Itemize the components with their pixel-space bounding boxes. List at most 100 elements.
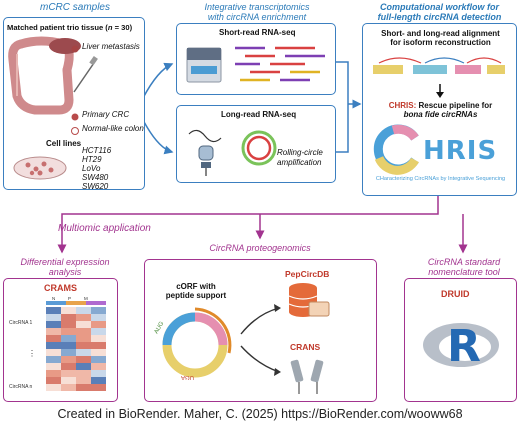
mcrc-title: mCRC samples	[39, 2, 110, 13]
circrna-orf-icon	[162, 307, 232, 378]
heatmap-cell	[76, 370, 91, 377]
heatmap-cell	[76, 384, 91, 391]
heatmap-cell	[91, 370, 106, 377]
heatmap-cell	[46, 370, 61, 377]
expression-heatmap	[46, 301, 106, 391]
heatmap-cell	[61, 363, 76, 370]
heatmap-row-last: CircRNA n	[9, 384, 33, 390]
cell-line-3: LoVo	[82, 164, 101, 173]
heatmap-cell	[61, 307, 76, 314]
rolling-circle-line2: amplification	[277, 158, 322, 167]
druid-label: DRUID	[441, 289, 470, 299]
heatmap-col-n: N	[52, 296, 56, 301]
heatmap-cell	[61, 321, 76, 328]
long-read-label: Long-read RNA-seq	[221, 110, 297, 119]
heatmap-cell	[61, 328, 76, 335]
chris-logo-letters: HRIS	[423, 136, 498, 166]
chris-logo-subtitle: CHaracterizing CircRNAs by Integrative S…	[375, 176, 506, 182]
branch-arrows	[240, 304, 281, 376]
rolling-circle-icon	[241, 130, 277, 166]
cell-line-1: HCT116	[82, 146, 112, 155]
heatmap-cell	[91, 363, 106, 370]
heatmap-row-dots: ⋮	[28, 349, 36, 358]
chris-logo-c-icon	[373, 124, 419, 175]
mcrc-samples-panel: Matched patient trio tissue (n = 30) Liv…	[3, 17, 145, 191]
heatmap-cell	[61, 370, 76, 377]
heatmap-cell	[76, 314, 91, 321]
heatmap-cell	[91, 328, 106, 335]
heatmap-row-first: CircRNA 1	[9, 320, 33, 326]
heatmap-cell	[46, 384, 61, 391]
patient-trio-label: Matched patient trio tissue (n = 30)	[7, 23, 133, 32]
heatmap-cell	[76, 335, 91, 342]
heatmap-cell	[61, 349, 76, 356]
down-arrow-icon	[436, 84, 444, 98]
heatmap-cell	[91, 384, 106, 391]
heatmap-cell	[91, 356, 106, 363]
heatmap-cell	[61, 384, 76, 391]
heatmap-cell	[76, 307, 91, 314]
liver-metastasis-label: Liver metastasis	[82, 42, 140, 51]
cell-line-4: SW480	[82, 173, 109, 182]
primary-crc-label: Primary CRC	[82, 110, 130, 119]
biorender-credit: Created in BioRender. Maher, C. (2025) h…	[57, 407, 463, 421]
heatmap-col-m: M	[84, 296, 88, 301]
heatmap-cell	[76, 363, 91, 370]
heatmap-cell	[46, 377, 61, 384]
heatmap-cell	[76, 377, 91, 384]
differential-panel: CRAMS N P M CircRNA 1 ⋮ CircRNA n	[3, 278, 118, 402]
petri-dish-icon	[13, 156, 67, 180]
biopsy-needle-icon	[73, 56, 98, 93]
short-read-label: Short-read RNA-seq	[219, 28, 296, 37]
pepcircdb-label: PepCircDB	[285, 269, 330, 279]
cell-line-5: SW620	[82, 182, 109, 191]
heatmap-cell	[46, 321, 61, 328]
isoform-graphic	[373, 57, 505, 74]
heatmap-cell	[91, 321, 106, 328]
crams-label: CRAMS	[44, 283, 77, 293]
heatmap-cell	[46, 307, 61, 314]
crans-tool-icon	[290, 359, 324, 394]
multiomic-title: Multiomic application	[58, 223, 151, 234]
heatmap-cell	[76, 328, 91, 335]
primary-marker	[71, 113, 79, 121]
heatmap-cell	[46, 356, 61, 363]
sequencer-icon	[186, 47, 222, 83]
heatmap-cell	[46, 342, 61, 349]
heatmap-cell	[46, 328, 61, 335]
heatmap-cell	[76, 321, 91, 328]
heatmap-cell	[46, 363, 61, 370]
r-logo-icon	[423, 323, 499, 367]
liver-marker	[71, 45, 79, 53]
heatmap-cell	[91, 307, 106, 314]
heatmap-cell	[91, 342, 106, 349]
heatmap-cell	[46, 314, 61, 321]
heatmap-cell	[91, 349, 106, 356]
heatmap-cell	[91, 335, 106, 342]
chris-label: CHRIS: Rescue pipeline for bona fide cir…	[388, 101, 493, 119]
short-reads-graphic	[235, 46, 325, 82]
heatmap-cell	[61, 314, 76, 321]
r-logo-letter: R	[447, 321, 481, 372]
heatmap-cell	[61, 342, 76, 349]
rolling-circle-line1: Rolling-circle	[277, 148, 323, 157]
nanopore-icon	[188, 129, 222, 176]
heatmap-cell	[61, 356, 76, 363]
long-read-panel: Long-read RNA-seq Rolling-circle amplifi…	[176, 105, 336, 183]
nomenclature-panel: DRUID R	[404, 278, 517, 402]
heatmap-cell	[46, 349, 61, 356]
normal-colon-label: Normal-like colon	[82, 124, 144, 133]
heatmap-cell	[76, 342, 91, 349]
heatmap-cell	[61, 377, 76, 384]
proteogenomics-title: CircRNA proteogenomics	[209, 243, 311, 253]
uga-label: UGA	[181, 374, 195, 380]
normal-marker	[71, 127, 79, 135]
cell-line-2: HT29	[82, 155, 102, 164]
